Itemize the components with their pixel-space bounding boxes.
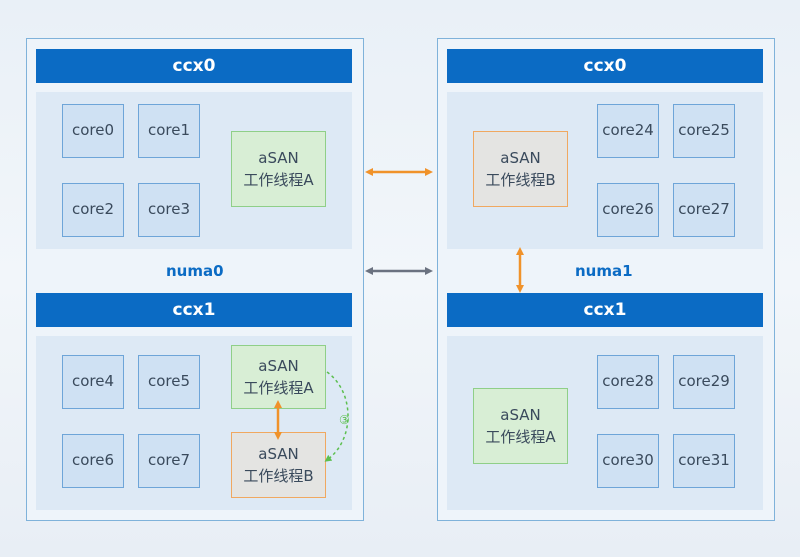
core-box: core4 xyxy=(62,355,124,409)
thread-label: aSAN xyxy=(258,149,299,167)
numa1-label: numa1 xyxy=(575,262,633,280)
thread-label: aSAN xyxy=(500,149,541,167)
core-box: core30 xyxy=(597,434,659,488)
migration-step-marker: ③ xyxy=(339,413,350,427)
asan-thread-box: aSAN 工作线程A xyxy=(231,345,326,409)
numa1-ccx1-header: ccx1 xyxy=(447,293,763,327)
numa0-label: numa0 xyxy=(166,262,224,280)
core-box: core24 xyxy=(597,104,659,158)
core-box: core0 xyxy=(62,104,124,158)
arrow-migration-dashed xyxy=(324,371,349,462)
numa1-ccx0-header: ccx0 xyxy=(447,49,763,83)
core-box: core7 xyxy=(138,434,200,488)
thread-label: aSAN xyxy=(258,445,299,463)
core-box: core3 xyxy=(138,183,200,237)
thread-name: 工作线程B xyxy=(243,467,314,485)
core-box: core6 xyxy=(62,434,124,488)
thread-name: 工作线程A xyxy=(243,379,314,397)
core-box: core26 xyxy=(597,183,659,237)
asan-thread-box: aSAN 工作线程A xyxy=(231,131,326,207)
core-box: core29 xyxy=(673,355,735,409)
thread-name: 工作线程A xyxy=(243,171,314,189)
asan-thread-box: aSAN 工作线程B xyxy=(473,131,568,207)
asan-thread-box: aSAN 工作线程A xyxy=(473,388,568,464)
thread-label: aSAN xyxy=(500,406,541,424)
core-box: core2 xyxy=(62,183,124,237)
core-box: core27 xyxy=(673,183,735,237)
core-box: core5 xyxy=(138,355,200,409)
core-box: core28 xyxy=(597,355,659,409)
thread-label: aSAN xyxy=(258,357,299,375)
core-box: core25 xyxy=(673,104,735,158)
thread-name: 工作线程A xyxy=(485,428,556,446)
asan-thread-box: aSAN 工作线程B xyxy=(231,432,326,498)
thread-name: 工作线程B xyxy=(485,171,556,189)
numa0-ccx1-header: ccx1 xyxy=(36,293,352,327)
core-box: core31 xyxy=(673,434,735,488)
core-box: core1 xyxy=(138,104,200,158)
numa0-ccx0-header: ccx0 xyxy=(36,49,352,83)
